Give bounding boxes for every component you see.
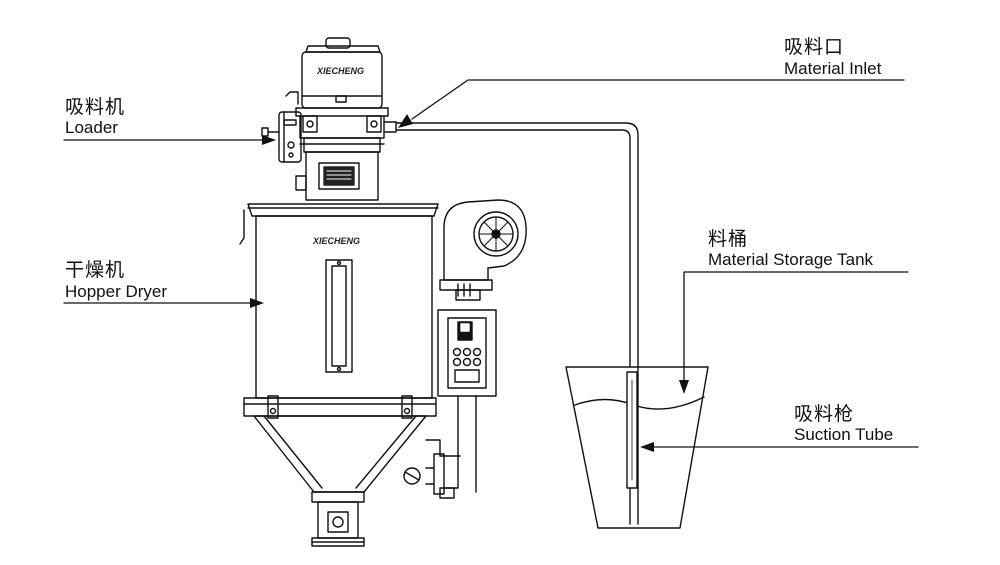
blower-heater-unit	[437, 199, 527, 499]
hopper-dryer-label-en: Hopper Dryer	[65, 282, 168, 301]
material-storage-tank	[565, 366, 709, 529]
callout-leaders	[63, 79, 919, 452]
material-inlet-label-en: Material Inlet	[784, 59, 882, 78]
loader-logo: XIECHENG	[316, 66, 364, 76]
loader-label-en: Loader	[65, 118, 118, 137]
storage-tank-label-zh: 料桶	[708, 229, 749, 250]
material-inlet-leader	[411, 79, 905, 120]
storage-tank-leader	[683, 271, 909, 381]
loader-control-box	[261, 91, 302, 163]
suction-tube-label-zh: 吸料枪	[794, 404, 855, 425]
loader-unit: XIECHENG	[261, 37, 397, 201]
suction-tube-label-en: Suction Tube	[794, 425, 894, 444]
material-inlet-label-zh: 吸料口	[784, 37, 845, 58]
dryer-logo: XIECHENG	[312, 236, 360, 246]
dryer-control-panel	[437, 309, 497, 397]
storage-tank-label-en: Material Storage Tank	[708, 250, 874, 269]
hopper-dryer-unit: XIECHENG	[239, 203, 445, 547]
loader-label-zh: 吸料机	[65, 97, 126, 118]
hopper-dryer-label-zh: 干燥机	[65, 260, 126, 281]
